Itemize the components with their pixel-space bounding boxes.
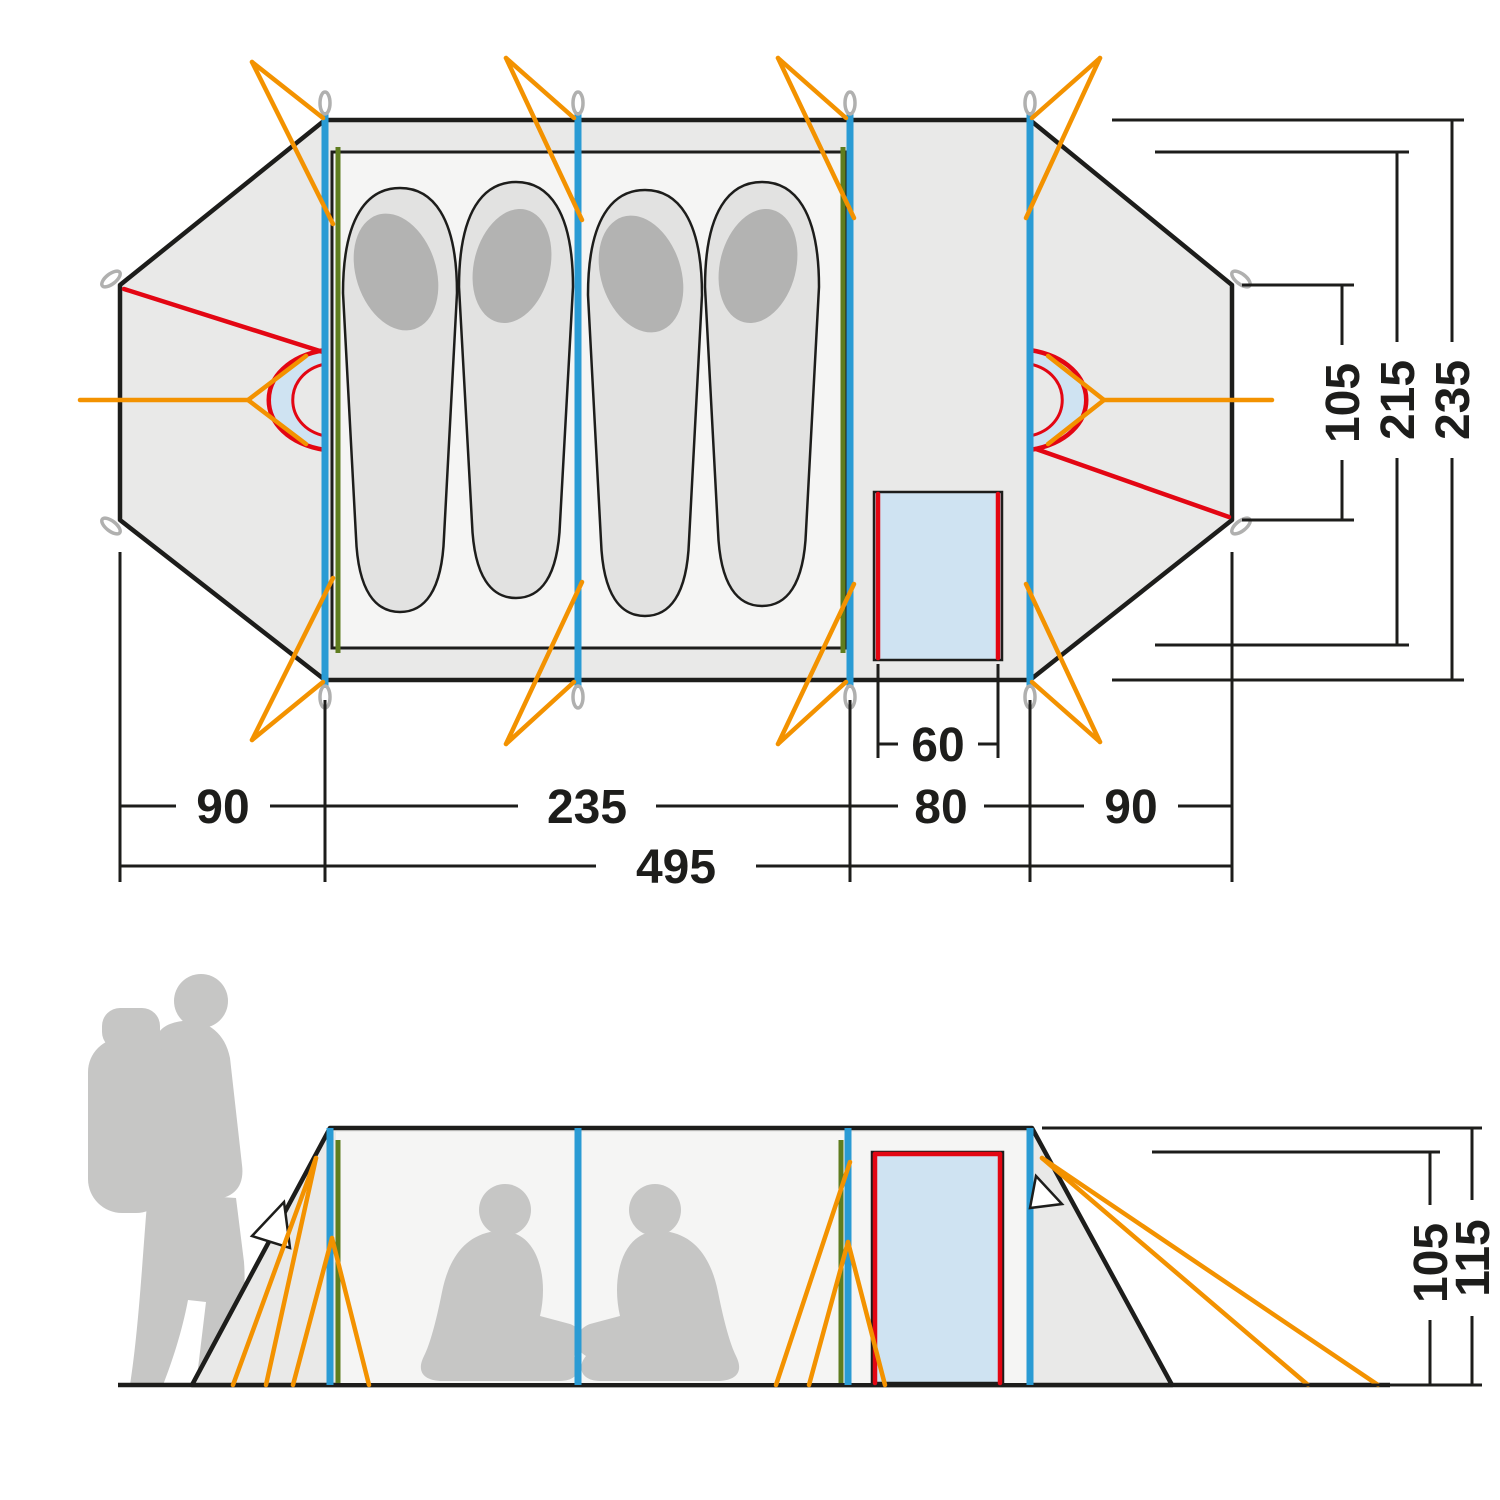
guy-line <box>775 679 849 747</box>
sleeping-bag <box>341 186 459 614</box>
seated-person-silhouette <box>576 1184 740 1381</box>
side-view-dimensions: 105 115 <box>1042 1126 1500 1387</box>
dim-left-vestibule: 90 <box>196 781 249 834</box>
guy-line <box>1023 55 1103 221</box>
dim-ridge-height: 115 <box>1447 1219 1500 1296</box>
guy-line <box>249 59 336 227</box>
guy-line <box>845 1239 888 1388</box>
sleeping-bags <box>341 180 821 618</box>
seated-person-silhouette <box>420 1184 584 1381</box>
stake-loop <box>571 90 585 116</box>
floor-plan-width-dimensions: 105 215 235 <box>1112 118 1480 682</box>
sleeping-bag <box>457 180 575 600</box>
guy-line <box>249 575 336 743</box>
floor-plan: 60 90 235 80 90 495 <box>77 55 1480 894</box>
hiker-backpack <box>88 1038 170 1213</box>
guy-line <box>230 1155 319 1388</box>
guy-line <box>775 55 849 121</box>
vent-flap <box>1028 1173 1065 1210</box>
dim-door-width: 60 <box>911 719 964 772</box>
hiker-head <box>174 974 228 1028</box>
entrance-flap-line <box>1033 446 1232 520</box>
sleeping-bag <box>586 188 704 618</box>
bag-hood <box>353 213 439 331</box>
door-panel <box>872 490 1004 662</box>
stake-loop <box>318 90 332 116</box>
guy-line <box>503 679 577 747</box>
guy-line <box>329 1235 372 1388</box>
dim-porch: 80 <box>914 781 967 834</box>
dim-wall-height: 105 <box>1405 1223 1458 1303</box>
stake-loop <box>100 516 122 536</box>
guy-lines <box>230 1155 1381 1388</box>
sleeping-bag <box>703 180 821 608</box>
guy-line <box>263 1155 319 1388</box>
guy-line <box>775 581 857 747</box>
stake-loop <box>843 90 857 116</box>
side-door <box>870 1150 1005 1386</box>
guy-line <box>1039 1155 1311 1388</box>
bag-hood <box>472 208 552 324</box>
guy-line <box>775 55 857 221</box>
vent-flap <box>249 1199 292 1250</box>
seated-body <box>420 1232 584 1381</box>
seated-head <box>629 1184 681 1236</box>
guy-line <box>1023 581 1103 745</box>
hiker-backpack-pocket <box>102 1008 160 1050</box>
guy-line <box>503 579 585 747</box>
dim-right-vestibule: 90 <box>1104 781 1157 834</box>
dim-outer-width: 235 <box>1427 360 1480 440</box>
door-panel <box>870 1150 1005 1385</box>
guy-line <box>290 1235 335 1388</box>
guy-line <box>1045 397 1107 447</box>
seated-head <box>479 1184 531 1236</box>
dim-total-length: 495 <box>636 841 716 894</box>
entrance-flap-line <box>121 286 326 355</box>
entrance-arc-inner <box>1028 362 1064 438</box>
guy-line <box>1039 1155 1381 1388</box>
dim-inner-width: 215 <box>1372 360 1425 440</box>
guy-line <box>503 55 577 121</box>
guy-line <box>1029 55 1103 121</box>
hiker-silhouette <box>88 974 245 1385</box>
guy-line <box>806 1239 851 1388</box>
bag-hood <box>718 208 798 324</box>
guy-line <box>249 679 326 743</box>
guy-line <box>773 1159 853 1388</box>
bag-hood <box>598 215 684 333</box>
porch-door <box>872 490 1004 662</box>
guy-lines <box>77 55 1275 747</box>
stake-loop <box>571 684 585 710</box>
floor-plan-dimensions: 60 90 235 80 90 495 <box>118 552 1234 894</box>
guy-line <box>245 397 309 447</box>
entrance-arc-inner <box>291 362 327 438</box>
guy-line <box>245 353 309 403</box>
stake-loop <box>1023 90 1037 116</box>
dim-end-width: 105 <box>1317 363 1370 443</box>
guy-line <box>1029 679 1103 745</box>
guy-line <box>249 59 326 121</box>
dim-sleeping-area: 235 <box>547 781 627 834</box>
side-view: 105 115 <box>88 974 1500 1388</box>
guy-line <box>503 55 585 223</box>
seated-body <box>576 1232 740 1381</box>
guy-line <box>1045 353 1107 403</box>
stake-loop <box>100 269 122 289</box>
